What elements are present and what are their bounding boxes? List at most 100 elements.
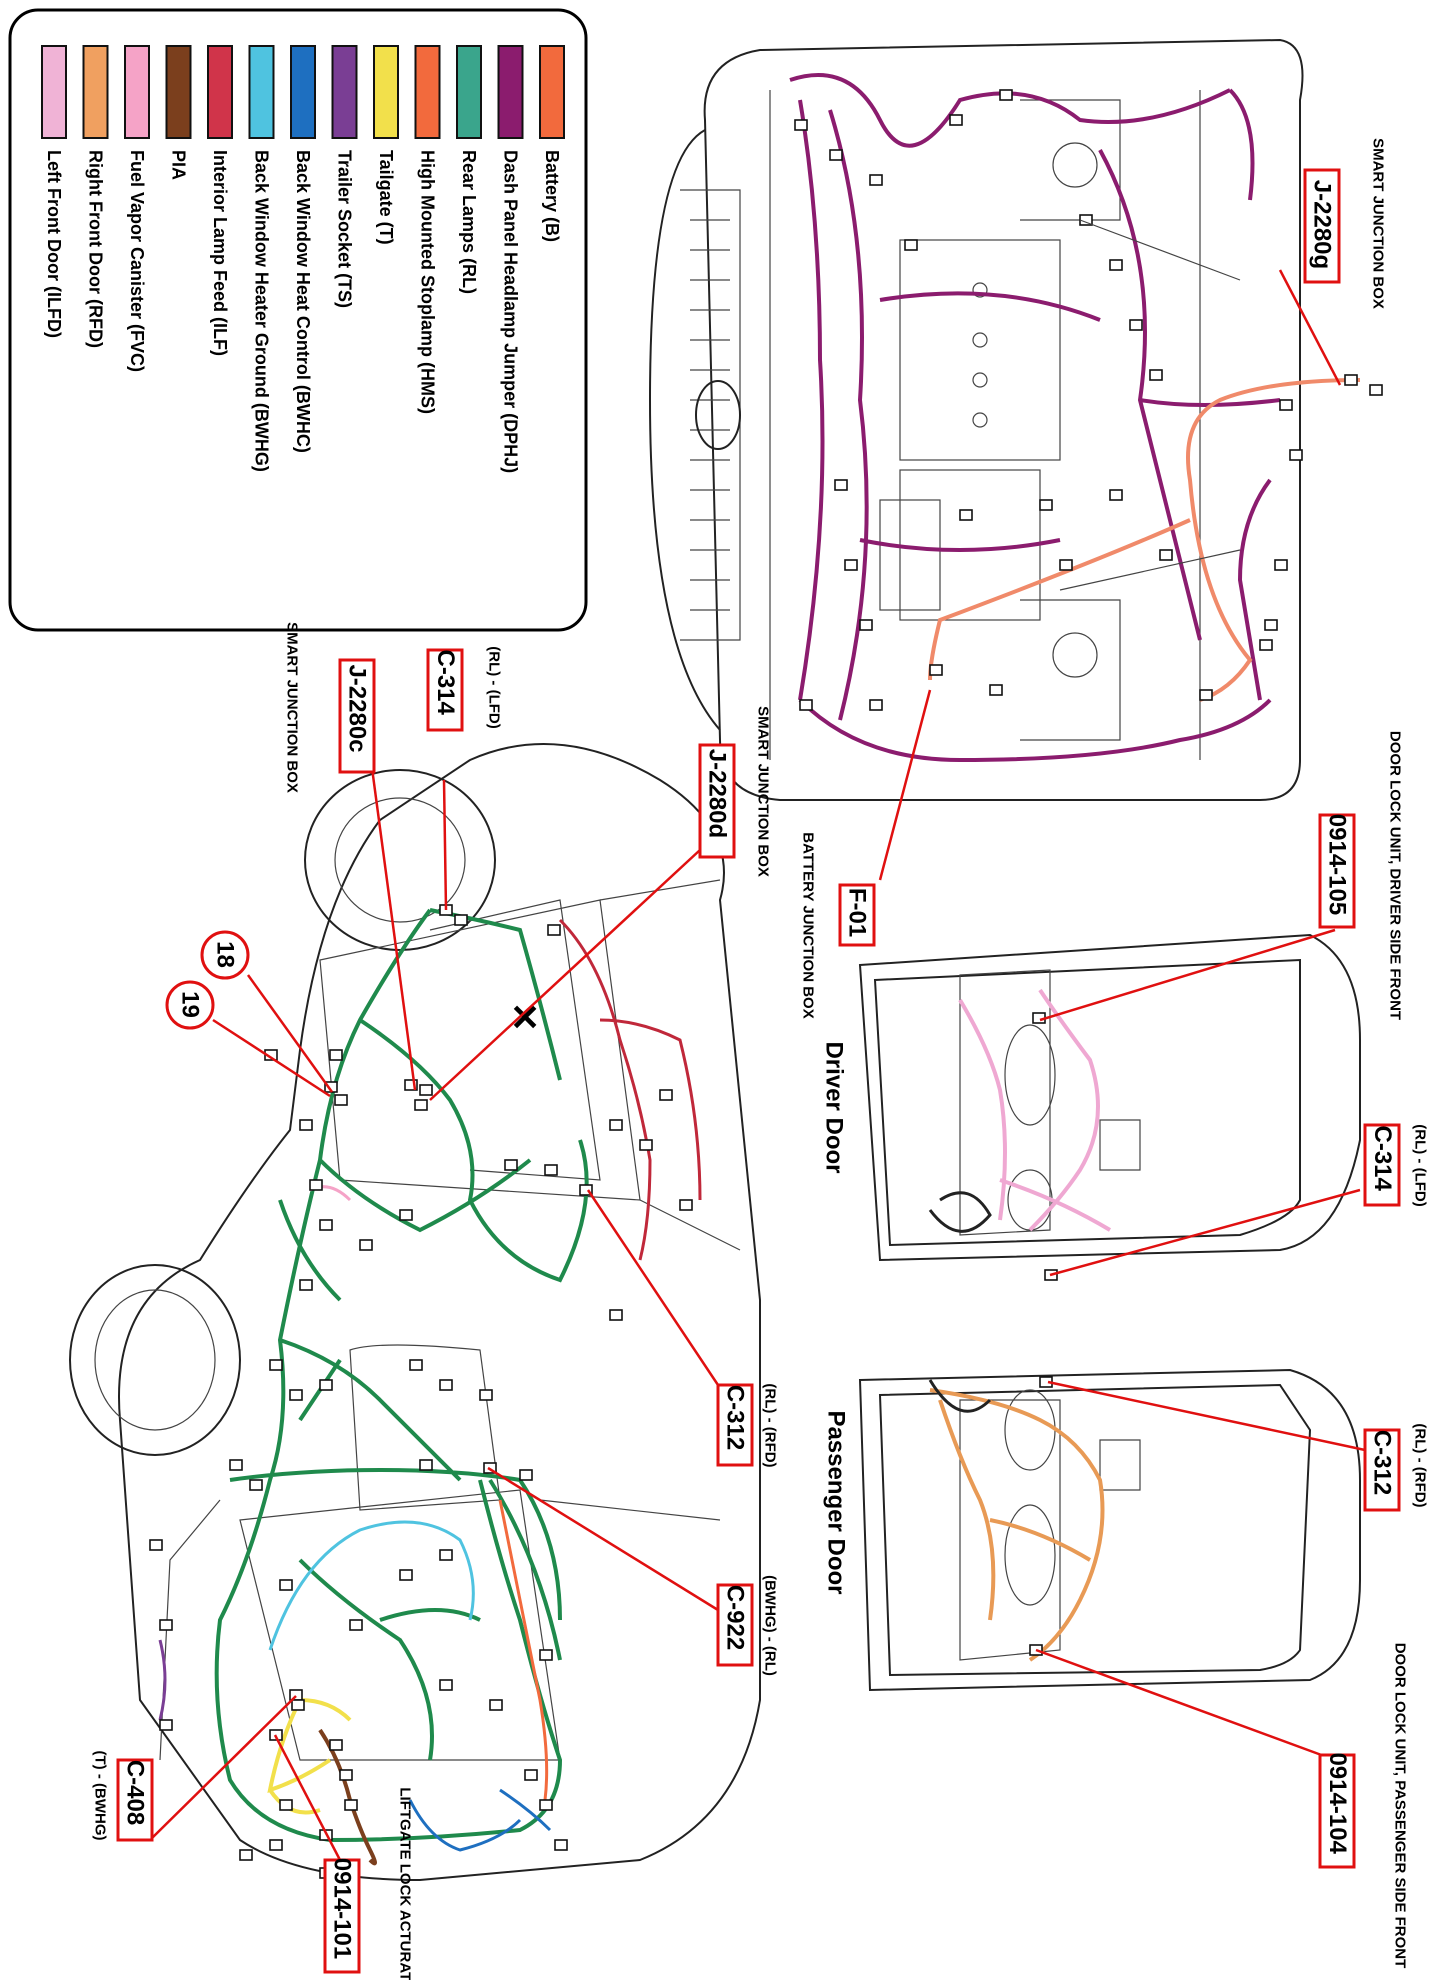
legend-swatch: [414, 45, 441, 139]
legend-label: Trailer Socket (TS): [335, 150, 355, 308]
callout-code: J-2280c: [344, 664, 371, 752]
legend-swatch: [82, 45, 109, 139]
legend-label: Battery (B): [542, 150, 562, 242]
callout-0914-104: 0914-104 DOOR LOCK UNIT, PASSENGER SIDE …: [1035, 1643, 1409, 1969]
callout-passenger-c312: C-312 (RL) - (RFD): [1047, 1380, 1429, 1512]
callout-c922: C-922 (BWHG) - (RL): [487, 1466, 779, 1676]
callout-f01: F-01 BATTERY JUNCTION BOX: [800, 689, 932, 1019]
callout-desc: BATTERY JUNCTION BOX: [800, 832, 817, 1018]
marker-label: 18: [212, 941, 239, 968]
legend-item: Rear Lamps (RL): [456, 45, 482, 294]
legend-label: High Mounted Stoplamp (HMS): [418, 150, 438, 414]
legend-label: Right Front Door (RFD): [86, 150, 106, 348]
callout-box: [716, 1583, 754, 1667]
legend-label: Rear Lamps (RL): [459, 150, 479, 294]
legend-swatch: [207, 45, 233, 139]
door-title: Passenger Door: [823, 1410, 850, 1594]
callout-desc: SMART JUNCTION BOX: [1370, 138, 1387, 309]
legend-label: Tailgate (T): [376, 150, 396, 245]
legend-swatch: [290, 45, 316, 139]
callout-box: [426, 648, 464, 732]
legend-swatch: [41, 45, 67, 139]
callout-j2280g: J-2280g SMART JUNCTION BOX: [1278, 138, 1387, 386]
callout-code: J-2280g: [1309, 180, 1336, 269]
passenger-door-view: Passenger Door: [823, 1368, 1361, 1692]
driver-door-view: Driver Door: [821, 933, 1361, 1281]
callout-driver-c314: C-314 (RL) - (LFD): [1049, 1123, 1429, 1277]
legend-swatch: [165, 45, 192, 139]
callout-box: [1363, 1428, 1401, 1512]
legend-swatch: [456, 45, 482, 139]
legend-item: Fuel Vapor Canister (FVC): [124, 45, 150, 372]
callout-desc: (RL) - (RFD): [1412, 1423, 1429, 1507]
marker-18: 18: [200, 930, 334, 1093]
callout-desc: (RL) - (RFD): [762, 1383, 779, 1467]
callout-code: J-2280d: [704, 749, 731, 838]
legend-item: Left Front Door (ILFD): [41, 45, 67, 338]
legend-label: Dash Panel Headlamp Jumper (DPHJ): [501, 150, 521, 473]
marker-19: 19: [165, 980, 331, 1098]
callout-box: [698, 743, 736, 859]
callout-code: C-408: [122, 1760, 149, 1825]
callout-desc: DOOR LOCK UNIT, PASSENGER SIDE FRONT: [1392, 1643, 1409, 1969]
legend-swatch: [331, 45, 358, 139]
callout-c408: C-408 (T) - (BWHG): [92, 1695, 297, 1842]
callout-code: F-01: [844, 888, 871, 937]
legend-item: Dash Panel Headlamp Jumper (DPHJ): [497, 45, 524, 473]
callout-code: 0914-104: [1324, 1752, 1351, 1854]
legend-label: Back Window Heat Control (BWHC): [293, 150, 313, 453]
callout-code: C-312: [722, 1385, 749, 1450]
callout-box: [1318, 813, 1356, 929]
legend-item: Right Front Door (RFD): [82, 45, 109, 348]
marker-label: 19: [177, 991, 204, 1018]
legend: Battery (B) Dash Panel Headlamp Jumper (D…: [8, 8, 588, 632]
callout-box: [1303, 168, 1341, 284]
callout-0914-105: 0914-105 DOOR LOCK UNIT, DRIVER SIDE FRO…: [1039, 731, 1404, 1022]
callout-desc: (T) - (BWHG): [92, 1751, 109, 1841]
callout-desc: (RL) - (LFD): [486, 646, 503, 728]
legend-item: Back Window Heater Ground (BWHG): [248, 45, 275, 472]
callout-desc: (BWHG) - (RL): [762, 1575, 779, 1676]
callout-j2280c: J-2280c SMART JUNCTION BOX: [284, 622, 417, 1091]
callout-desc: (RL) - (LFD): [1412, 1124, 1429, 1206]
legend-item: High Mounted Stoplamp (HMS): [414, 45, 441, 414]
legend-swatch: [497, 45, 524, 139]
callout-box: [323, 1858, 361, 1974]
callout-code: 0914-105: [1324, 814, 1351, 915]
callout-box: [716, 1383, 754, 1467]
callout-code: C-312: [1369, 1430, 1396, 1495]
legend-item: Back Window Heat Control (BWHC): [290, 45, 316, 453]
legend-swatch: [248, 45, 275, 139]
callout-code: 0914-101: [329, 1858, 356, 1959]
callout-desc: SMART JUNCTION BOX: [755, 706, 772, 877]
callout-desc: LIFTGATE LOCK ACTURATOR: [397, 1787, 414, 1980]
callout-0914-101: 0914-101 LIFTGATE LOCK ACTURATOR: [273, 1734, 414, 1980]
callout-body-c314: C-314 (RL) - (LFD): [426, 646, 503, 911]
vehicle-body-view: ✕: [69, 743, 761, 1891]
door-title: Driver Door: [821, 1041, 848, 1173]
legend-item: PIA: [165, 45, 192, 180]
engine-bay-view: [648, 38, 1383, 801]
callout-desc: DOOR LOCK UNIT, DRIVER SIDE FRONT: [1387, 731, 1404, 1020]
callout-box: [1318, 1753, 1356, 1869]
callout-box: [1363, 1123, 1401, 1207]
legend-frame: [8, 8, 588, 632]
legend-item: Interior Lamp Feed (ILF): [207, 45, 233, 356]
callout-body-c312: C-312 (RL) - (RFD): [586, 1189, 779, 1468]
legend-label: Back Window Heater Ground (BWHG): [252, 150, 272, 472]
callout-code: C-922: [722, 1585, 749, 1650]
legend-item: Trailer Socket (TS): [331, 45, 358, 308]
legend-swatch: [539, 45, 565, 139]
legend-label: Fuel Vapor Canister (FVC): [127, 150, 147, 372]
callout-j2280d: J-2280d SMART JUNCTION BOX: [429, 706, 772, 1101]
callout-box: [838, 883, 876, 947]
legend-swatch: [373, 45, 399, 139]
callout-code: C-314: [432, 649, 459, 715]
legend-swatch: [124, 45, 150, 139]
callout-code: C-314: [1369, 1125, 1396, 1191]
callout-desc: SMART JUNCTION BOX: [284, 622, 301, 793]
legend-label: Left Front Door (ILFD): [44, 150, 64, 338]
callout-box: [116, 1758, 154, 1842]
legend-item: Tailgate (T): [373, 45, 399, 245]
